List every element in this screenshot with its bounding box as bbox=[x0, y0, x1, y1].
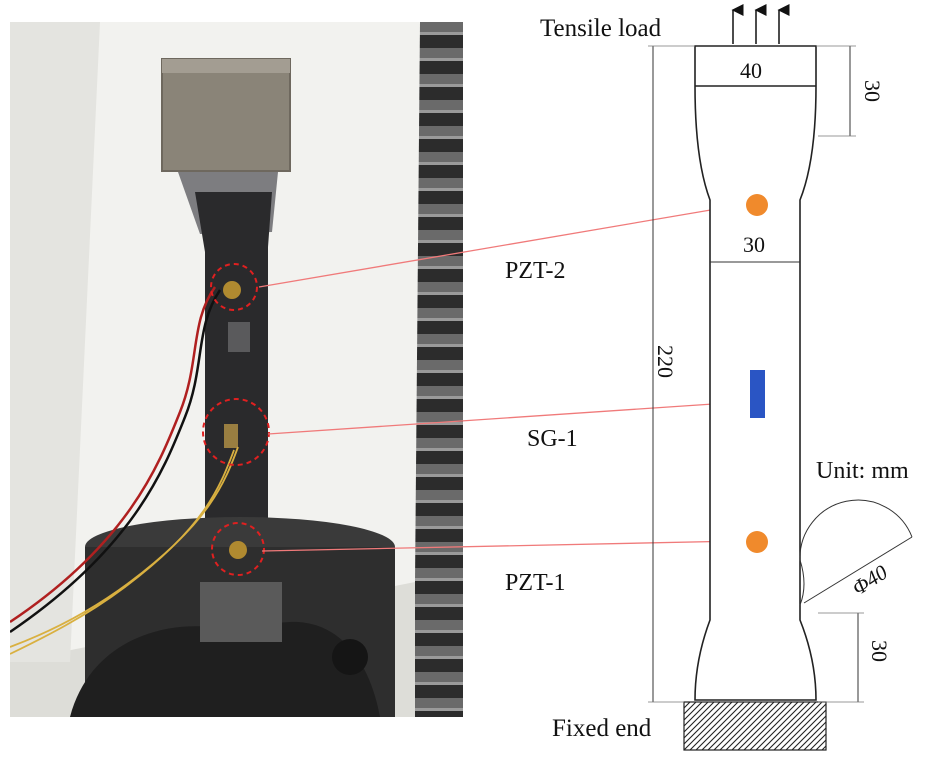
leader-line-pzt1 bbox=[261, 534, 742, 552]
top-grip-value: 30 bbox=[860, 80, 885, 102]
leader-line-sg1 bbox=[267, 396, 745, 435]
wire-black bbox=[10, 289, 222, 634]
wire-yellow bbox=[10, 446, 239, 648]
specimen-photo bbox=[10, 22, 463, 717]
pzt2-marker bbox=[746, 194, 768, 216]
fixed-end-block bbox=[683, 701, 827, 751]
unit-label: Unit: mm bbox=[816, 458, 909, 484]
fixed-end-label: Fixed end bbox=[552, 715, 652, 742]
pzt2-label: PZT-2 bbox=[505, 258, 565, 284]
top-width-value: 40 bbox=[740, 58, 762, 83]
fillet-diameter-value: Φ40 bbox=[848, 560, 893, 601]
pzt1-marker bbox=[746, 531, 768, 553]
callout-circle-pzt2 bbox=[210, 263, 258, 311]
leader-line-pzt2 bbox=[258, 200, 742, 288]
wire-red bbox=[10, 286, 217, 624]
pzt1-label: PZT-1 bbox=[505, 570, 565, 596]
pzt2-sensor-photo bbox=[223, 281, 241, 299]
sg1-marker bbox=[750, 370, 765, 418]
machine-column bbox=[415, 22, 463, 717]
fillet-arc bbox=[799, 499, 913, 561]
sg1-label: SG-1 bbox=[527, 426, 578, 452]
pzt1-sensor-photo bbox=[229, 541, 247, 559]
bottom-grip-value: 30 bbox=[867, 640, 892, 662]
tensile-load-label: Tensile load bbox=[540, 15, 662, 42]
callout-circle-sg1 bbox=[202, 398, 270, 466]
total-length-value: 220 bbox=[653, 345, 678, 378]
sg1-sensor-photo bbox=[224, 424, 238, 448]
callout-circle-pzt1 bbox=[211, 522, 265, 576]
gauge-width-value: 30 bbox=[743, 232, 765, 257]
upper-grip bbox=[161, 58, 291, 172]
